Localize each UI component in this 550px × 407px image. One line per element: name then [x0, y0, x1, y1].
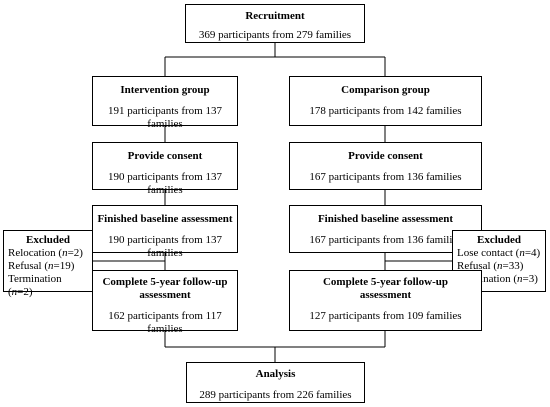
- comparison-group-text: 178 participants from 142 families: [309, 105, 462, 117]
- recruitment-text: 369 participants from 279 families: [198, 29, 352, 41]
- consent-right-text: 167 participants from 136 families: [309, 171, 462, 183]
- consent-left-text: 190 participants from 137 families: [108, 171, 222, 196]
- consent-right-title: Provide consent: [348, 150, 423, 162]
- intervention-group-title: Intervention group: [120, 84, 210, 96]
- baseline-left-text: 190 participants from 137 families: [108, 234, 222, 259]
- followup-right-box: Complete 5-year follow-up assessment 127…: [289, 270, 482, 331]
- recruitment-box: Recruitment 369 participants from 279 fa…: [185, 4, 365, 43]
- recruitment-title: Recruitment: [245, 10, 305, 22]
- baseline-right-title: Finished baseline assessment: [317, 213, 454, 225]
- consent-right-box: Provide consent 167 participants from 13…: [289, 142, 482, 190]
- baseline-left-title: Finished baseline assessment: [97, 213, 233, 225]
- excluded-left-row-refusal: Refusal (n=19): [8, 260, 75, 272]
- analysis-title: Analysis: [255, 368, 296, 380]
- excluded-right-row-refusal: Refusal (n=33): [457, 260, 524, 272]
- baseline-right-text: 167 participants from 136 families: [309, 234, 462, 246]
- followup-left-box: Complete 5-year follow-up assessment 162…: [92, 270, 238, 335]
- analysis-box: Analysis 289 participants from 226 famil…: [186, 362, 365, 403]
- excluded-left-title: Excluded: [25, 234, 70, 246]
- followup-right-text: 127 participants from 109 families: [309, 310, 462, 322]
- excluded-left-row-termination: Termination (n=2): [8, 273, 62, 298]
- excluded-right-title: Excluded: [476, 234, 521, 246]
- followup-left-title-line2: assessment: [139, 289, 191, 301]
- excluded-left-box: Excluded Relocation (n=2) Refusal (n=19)…: [3, 230, 93, 298]
- followup-right-title-line1: Complete 5-year follow-up: [322, 276, 449, 288]
- comparison-group-box: Comparison group 178 participants from 1…: [289, 76, 482, 126]
- excluded-left-row-relocation: Relocation (n=2): [8, 247, 83, 259]
- baseline-left-box: Finished baseline assessment 190 partici…: [92, 205, 238, 259]
- baseline-right-box: Finished baseline assessment 167 partici…: [289, 205, 482, 253]
- intervention-group-text: 191 participants from 137 families: [108, 105, 222, 130]
- analysis-text: 289 participants from 226 families: [199, 389, 352, 401]
- followup-left-title-line1: Complete 5-year follow-up: [102, 276, 228, 288]
- consent-left-box: Provide consent 190 participants from 13…: [92, 142, 238, 196]
- followup-left-text: 162 participants from 117 families: [108, 310, 222, 335]
- intervention-group-box: Intervention group 191 participants from…: [92, 76, 238, 130]
- excluded-right-row-lose-contact: Lose contact (n=4): [457, 247, 541, 259]
- followup-right-title-line2: assessment: [359, 289, 412, 301]
- consent-left-title: Provide consent: [127, 150, 203, 162]
- comparison-group-title: Comparison group: [341, 84, 430, 96]
